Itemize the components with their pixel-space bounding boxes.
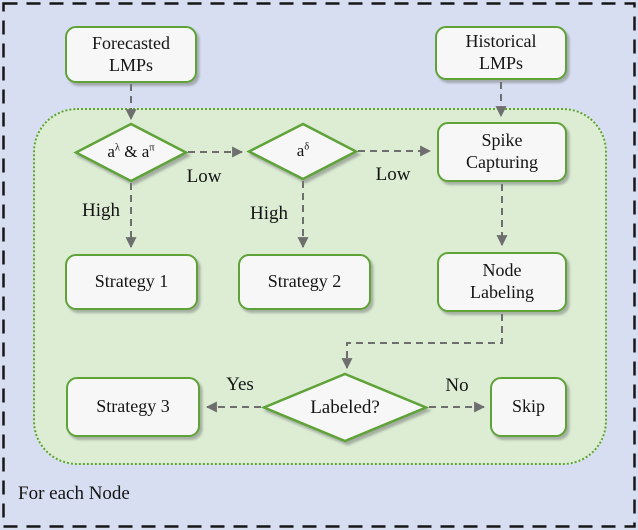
- box-skip: Skip: [490, 377, 567, 437]
- edge-label-high-2: High: [250, 203, 288, 224]
- edge-label-low-1: Low: [186, 166, 222, 187]
- box-forecasted-lmps: Forecasted LMPs: [65, 26, 197, 83]
- decision-labeled-label: Labeled?: [310, 396, 380, 418]
- sup-delta: δ: [304, 141, 310, 153]
- box-strategy-2: Strategy 2: [238, 254, 371, 310]
- edge-label-no: No: [445, 375, 469, 396]
- frame-label: For each Node: [18, 483, 130, 504]
- box-node-labeling: Node Labeling: [437, 252, 567, 312]
- box-spike-capturing: Spike Capturing: [437, 122, 567, 182]
- edge-label-yes: Yes: [226, 374, 254, 395]
- box-historical-lmps: Historical LMPs: [435, 26, 567, 80]
- sup-pi: π: [149, 142, 155, 154]
- edge-label-high-1: High: [82, 200, 120, 221]
- decision-delta-threshold-label: aδ: [249, 138, 357, 164]
- box-strategy-1: Strategy 1: [65, 254, 198, 310]
- threshold-a-delta: aδ: [297, 141, 310, 161]
- base-a-1: a: [107, 142, 115, 161]
- decision-forecast-thresholds-label: aλ & aπ: [76, 139, 186, 165]
- base-a-2: & a: [120, 142, 150, 161]
- edge-label-low-2: Low: [375, 164, 411, 185]
- threshold-a-lambda: aλ & aπ: [107, 142, 154, 162]
- box-strategy-3: Strategy 3: [66, 377, 200, 437]
